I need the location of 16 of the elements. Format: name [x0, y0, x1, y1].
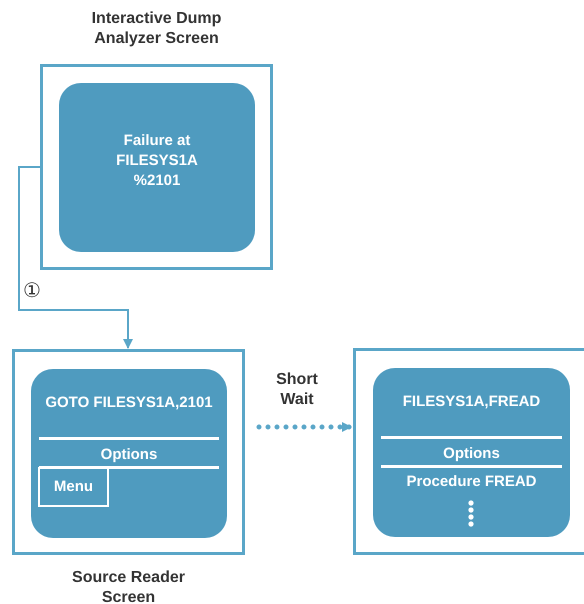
screen-header-text: GOTO FILESYS1A,2101 [44, 393, 214, 413]
terminal-screen [59, 83, 255, 252]
dotted-arrow [256, 422, 354, 432]
menu-box [38, 467, 109, 507]
menu-text: Menu [54, 476, 94, 497]
terminal-screen [373, 368, 570, 537]
screen-title: Source Reader Screen [71, 568, 186, 604]
menu-heading-text: Options [442, 444, 501, 464]
terminal-frame [353, 348, 584, 555]
screen-header-text: FILESYS1A,FREAD [402, 392, 542, 412]
screen-text: Failure at FILESYS1A %2101 [115, 131, 199, 191]
terminal-screen [31, 369, 227, 538]
menu-heading-text: Options [100, 445, 158, 465]
screen-title: Interactive Dump Analyzer Screen [90, 9, 222, 49]
menu-option-text: Procedure FREAD [405, 472, 538, 492]
connector-arrow [18, 166, 133, 349]
